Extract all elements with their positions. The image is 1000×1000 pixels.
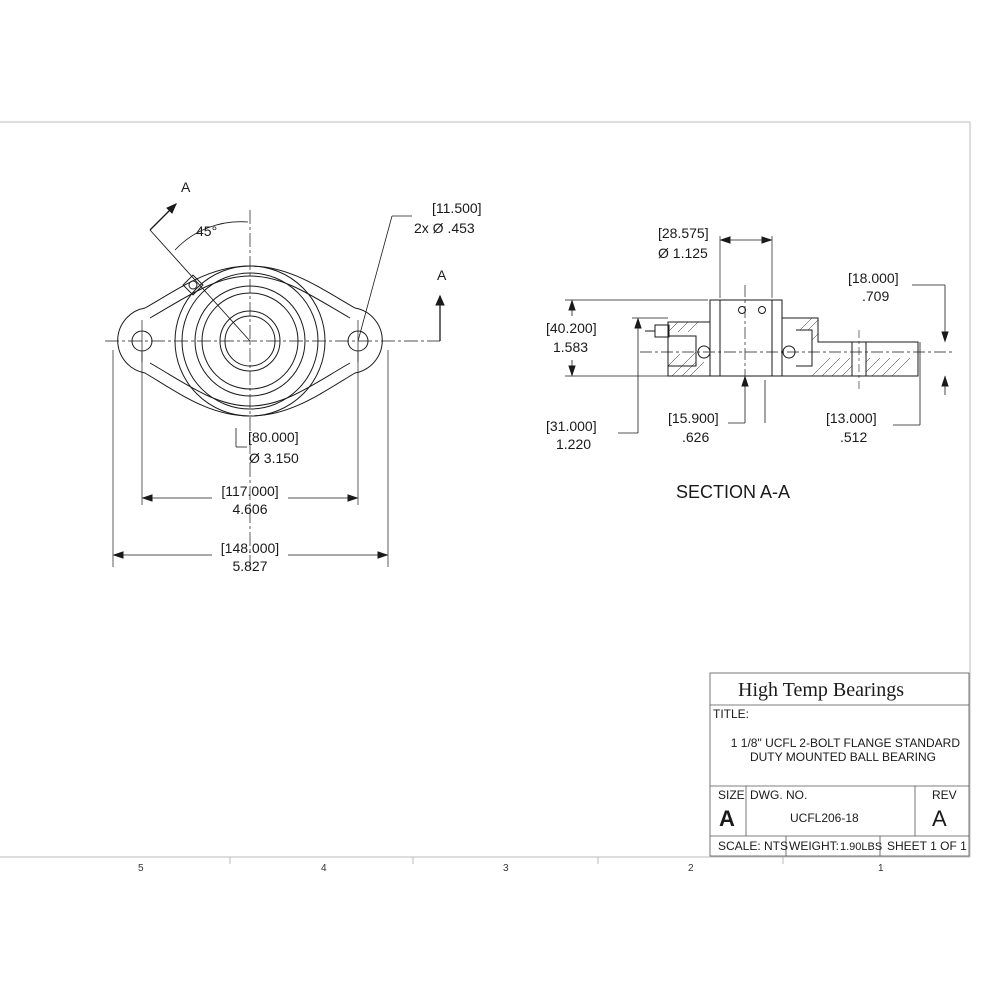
- zone-ticks: [229, 857, 784, 864]
- height-mm: [40.200]: [546, 320, 597, 336]
- bore-mm: [80.000]: [248, 429, 299, 445]
- bolt-hole-mm: [11.500]: [432, 200, 482, 216]
- company-name: High Temp Bearings: [738, 679, 904, 701]
- angle-label: 45°: [196, 223, 217, 239]
- scale-label: SCALE: NTS: [718, 839, 788, 853]
- rev-value: A: [932, 806, 947, 831]
- section-marker-a-left: A: [181, 179, 191, 195]
- bolt-spacing-mm: [117.000]: [221, 483, 278, 499]
- sheet-label: SHEET 1 OF 1: [887, 839, 967, 853]
- bolt-hole-in: 2x Ø .453: [414, 220, 475, 236]
- bolt-spacing-in: 4.606: [232, 501, 267, 517]
- grease-fitting: [182, 274, 204, 296]
- overall-length-mm: [148.000]: [221, 540, 279, 556]
- housing-section-right: [781, 317, 919, 377]
- dwg-value: UCFL206-18: [790, 811, 859, 825]
- zone-5: 5: [138, 863, 144, 874]
- bore-in: Ø 3.150: [249, 450, 299, 466]
- housing-section-left: [667, 321, 711, 377]
- size-label: SIZE: [718, 788, 745, 802]
- zone-3: 3: [503, 863, 509, 874]
- center-in: .626: [682, 429, 709, 445]
- center-mm: [15.900]: [668, 410, 719, 426]
- title-line-1: 1 1/8" UCFL 2-BOLT FLANGE STANDARD: [731, 736, 961, 750]
- flange-outline: [117, 265, 383, 417]
- flange-in: .709: [862, 288, 889, 304]
- dwg-label: DWG. NO.: [750, 788, 807, 802]
- base-mm: [31.000]: [546, 418, 597, 434]
- section-view: [565, 236, 955, 434]
- height-in: 1.583: [553, 339, 588, 355]
- shaft-mm: [28.575]: [658, 225, 709, 241]
- shaft-in: Ø 1.125: [658, 245, 708, 261]
- thick-in: .512: [840, 429, 867, 445]
- weight-value: 1.90LBS: [840, 841, 882, 853]
- base-in: 1.220: [556, 436, 591, 452]
- title-label: TITLE:: [713, 707, 749, 721]
- insert-sleeve: [709, 299, 783, 377]
- section-marker-a-right: A: [437, 267, 447, 283]
- overall-length-in: 5.827: [232, 558, 267, 574]
- zone-1: 1: [878, 863, 884, 874]
- flange-mm: [18.000]: [848, 270, 899, 286]
- title-line-2: DUTY MOUNTED BALL BEARING: [750, 750, 936, 764]
- size-value: A: [719, 806, 735, 831]
- zone-4: 4: [321, 863, 327, 874]
- rev-label: REV: [932, 788, 957, 802]
- front-view: [105, 203, 445, 570]
- section-grease-fitting: [654, 324, 670, 338]
- section-title: SECTION A-A: [676, 482, 790, 502]
- zone-2: 2: [688, 863, 694, 874]
- thick-mm: [13.000]: [826, 410, 877, 426]
- title-block: [709, 672, 970, 857]
- weight-label: WEIGHT:: [789, 839, 839, 853]
